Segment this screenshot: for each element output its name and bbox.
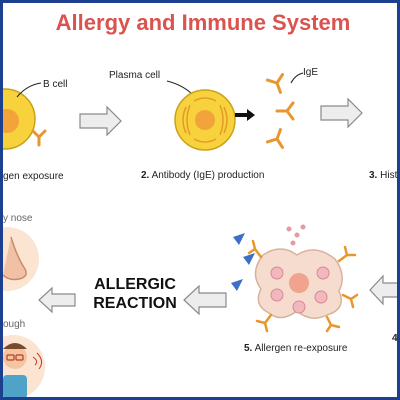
arrow-step4-to-step5 (369, 274, 397, 306)
ige-label: IgE (303, 67, 319, 78)
mast-cell-partial (391, 101, 400, 141)
step-5-text: Allergen re-exposure (254, 343, 348, 354)
plasma-cell-label: Plasma cell (109, 70, 161, 81)
ige-antibody-icon (265, 73, 284, 94)
step-4-number: 4. (392, 333, 400, 344)
step-5-number: 5. (244, 343, 253, 354)
step-3-label: 3. Hist (369, 170, 397, 181)
cough-icon (3, 335, 45, 397)
allergen-icon (233, 233, 245, 245)
diagram-title: Allergy and Immune System (55, 10, 351, 35)
arrow-reaction-to-symptoms (38, 286, 76, 314)
secretion-arrow (235, 109, 255, 121)
step-2-label: 2. Antibody (IgE) production (141, 170, 264, 181)
b-cell-label: B cell (43, 79, 68, 90)
plasma-cell (174, 89, 236, 151)
step-2-text: Antibody (IgE) production (151, 170, 265, 181)
reaction-line-1: ALLERGIC (94, 276, 176, 293)
b-cell-pointer-line (16, 82, 42, 98)
allergen-icon (231, 279, 243, 291)
ige-antibody-icon (275, 101, 295, 121)
step-3-text: Hist (380, 170, 398, 181)
b-cell (3, 88, 47, 150)
ige-antibody-icon (265, 128, 284, 149)
arrow-step5-to-reaction (183, 284, 227, 316)
symptom-1-label: y nose (3, 213, 33, 224)
reaction-line-2: REACTION (93, 295, 177, 312)
mast-cell (231, 224, 359, 333)
step-4-label: 4. (392, 333, 400, 344)
step-3-number: 3. (369, 170, 378, 181)
symptom-2-label: ough (3, 319, 26, 330)
step-1-text: gen exposure (3, 171, 64, 182)
arrow-step1-to-step2 (79, 105, 122, 137)
ige-pointer-line (290, 72, 304, 84)
step-1-label: gen exposure (3, 171, 64, 182)
runny-nose-icon (3, 227, 39, 291)
allergic-reaction-heading: ALLERGIC REACTION (81, 275, 189, 313)
allergen-icon (243, 253, 255, 265)
arrow-step2-to-step3 (320, 97, 363, 129)
step-2-number: 2. (141, 170, 150, 181)
step-5-label: 5. Allergen re-exposure (244, 343, 347, 354)
